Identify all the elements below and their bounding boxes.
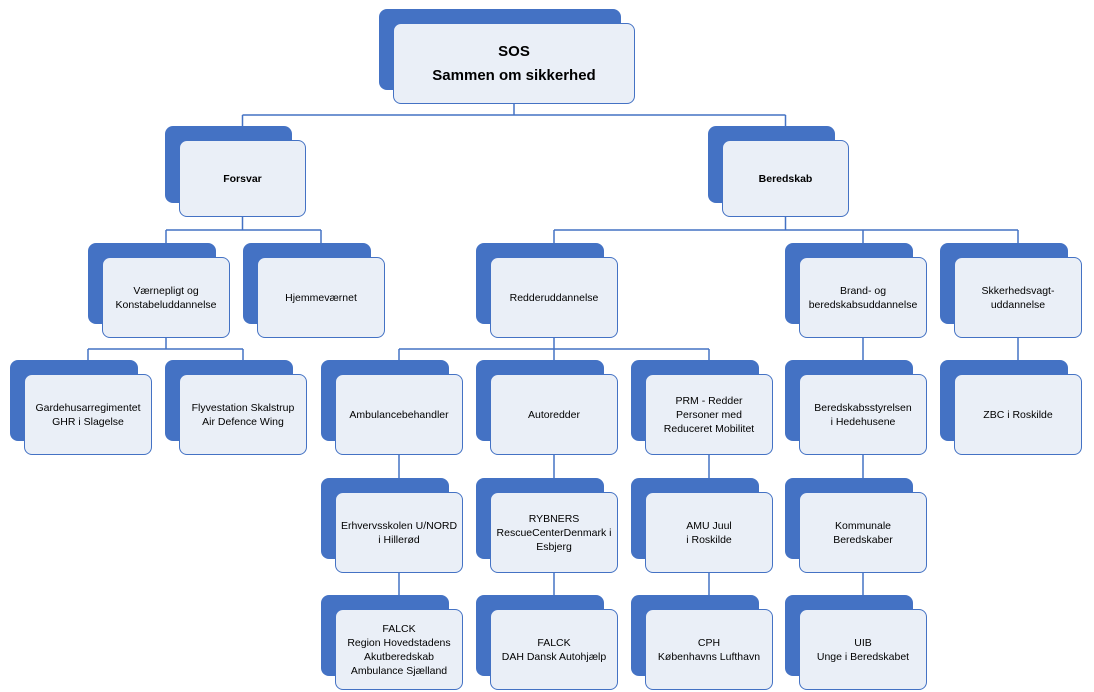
- node-box: Beredskab: [722, 140, 849, 217]
- node-label-line: UIB: [854, 636, 872, 649]
- node-label-line: Ambulancebehandler: [349, 408, 449, 421]
- node-label-line: i Hedehusene: [830, 415, 896, 428]
- node-label-line: FALCK: [537, 636, 571, 649]
- node-label-line: Beredskabsstyrelsen: [814, 401, 912, 414]
- node-label-line: uddannelse: [990, 298, 1046, 311]
- node-label-line: i Roskilde: [686, 533, 732, 546]
- node-label-line: Reduceret Mobilitet: [663, 422, 755, 435]
- node-label-line: Forsvar: [223, 172, 262, 185]
- node-box: ZBC i Roskilde: [954, 374, 1082, 455]
- node-box: Autoredder: [490, 374, 618, 455]
- node-label-line: ZBC i Roskilde: [983, 408, 1053, 421]
- node-label-line: Københavns Lufthavn: [657, 650, 761, 663]
- node-label-line: Flyvestation Skalstrup: [191, 401, 295, 414]
- node-label-line: Sammen om sikkerhed: [432, 66, 596, 84]
- node-label-line: SOS: [498, 42, 530, 60]
- node-label-line: Autoredder: [528, 408, 580, 421]
- node-label-line: PRM - Redder: [675, 394, 743, 407]
- node-label-line: Hjemmeværnet: [285, 291, 357, 304]
- node-box: Ambulancebehandler: [335, 374, 463, 455]
- node-box: SOS Sammen om sikkerhed: [393, 23, 635, 104]
- node-forsvar: Forsvar: [165, 126, 306, 217]
- node-label-line: Ambulance Sjælland: [350, 664, 448, 677]
- node-box: Skkerhedsvagt-uddannelse: [954, 257, 1082, 338]
- node-label-line: AMU Juul: [686, 519, 732, 532]
- node-label-line: Redderuddannelse: [509, 291, 599, 304]
- node-label-line: Konstabeluddannelse: [115, 298, 217, 311]
- node-skkerhedsvagt: Skkerhedsvagt-uddannelse: [940, 243, 1082, 338]
- node-label-line: Gardehusarregimentet: [35, 401, 141, 414]
- node-box: Hjemmeværnet: [257, 257, 385, 338]
- node-label-line: Unge i Beredskabet: [816, 650, 910, 663]
- node-label-line: Kommunale: [834, 519, 892, 532]
- node-label-line: RescueCenterDenmark i: [496, 526, 612, 539]
- node-label-line: Region Hovedstadens: [347, 636, 451, 649]
- node-label-line: beredskabsuddannelse: [808, 298, 918, 311]
- node-label-line: Personer med: [676, 408, 742, 421]
- node-redderuddannelse: Redderuddannelse: [476, 243, 618, 338]
- node-label-line: Beredskab: [758, 172, 813, 185]
- node-autoredder: Autoredder: [476, 360, 618, 455]
- node-label-line: Beredskaber: [833, 533, 893, 546]
- node-label-line: Esbjerg: [536, 540, 572, 553]
- node-label-line: Air Defence Wing: [202, 415, 284, 428]
- node-box: Redderuddannelse: [490, 257, 618, 338]
- node-label-line: FALCK: [382, 622, 416, 635]
- node-zbc: ZBC i Roskilde: [940, 360, 1082, 455]
- node-box: Forsvar: [179, 140, 306, 217]
- node-label-line: Erhvervsskolen U/NORD: [340, 519, 458, 532]
- node-label-line: Akutberedskab: [363, 650, 435, 663]
- node-label-line: GHR i Slagelse: [52, 415, 124, 428]
- node-label-line: i Hillerød: [378, 533, 420, 546]
- node-sos: SOS Sammen om sikkerhed: [379, 9, 635, 104]
- node-label-line: Værnepligt og: [133, 284, 199, 297]
- node-label-line: Skkerhedsvagt-: [981, 284, 1055, 297]
- node-label-line: CPH: [697, 636, 721, 649]
- node-label-line: RYBNERS: [528, 512, 580, 525]
- node-hjemmevaernet: Hjemmeværnet: [243, 243, 385, 338]
- node-ambulance: Ambulancebehandler: [321, 360, 463, 455]
- node-label-line: DAH Dansk Autohjælp: [501, 650, 607, 663]
- node-label-line: Brand- og: [839, 284, 887, 297]
- node-beredskab: Beredskab: [708, 126, 849, 217]
